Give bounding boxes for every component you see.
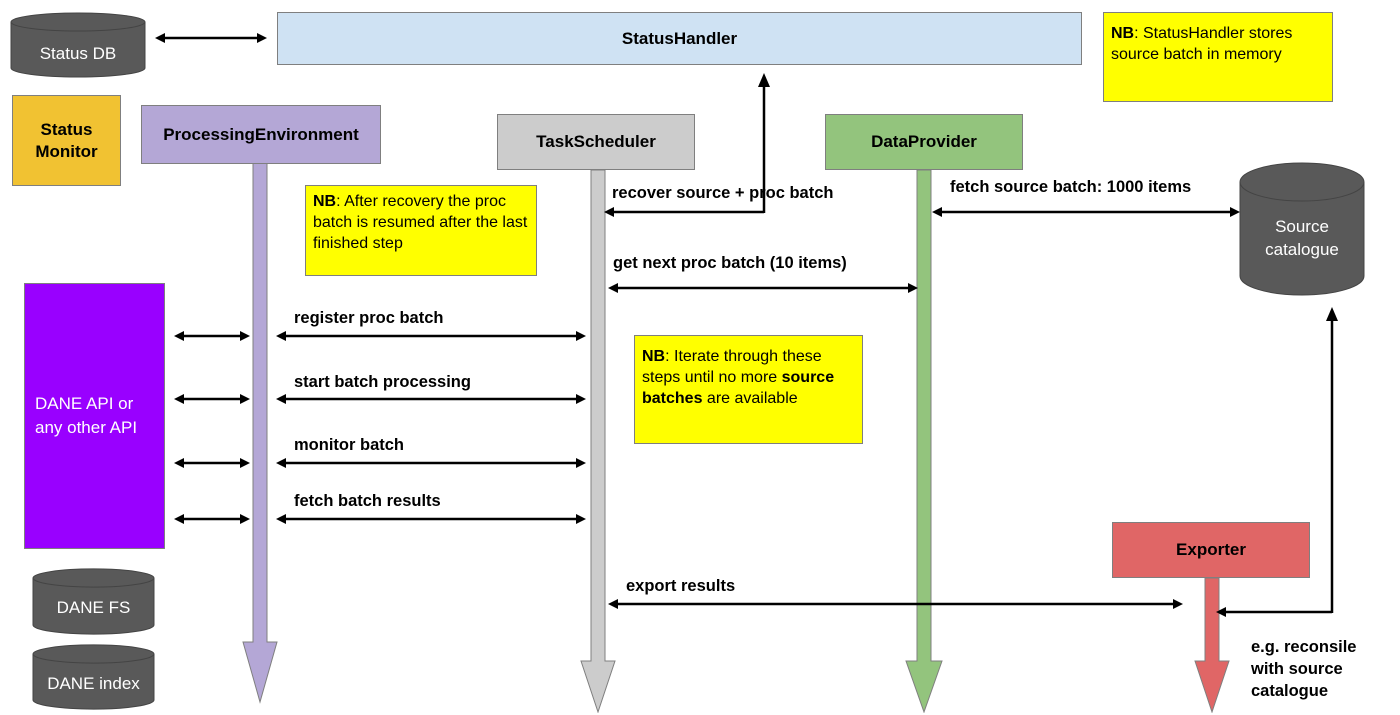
note-nb-label: NB	[1111, 25, 1135, 42]
note-nb-label: NB	[642, 348, 666, 365]
msg-next-batch: get next proc batch (10 items)	[613, 254, 847, 272]
database-icon	[32, 568, 155, 635]
note-recovery-text: : After recovery the proc batch is resum…	[313, 193, 528, 252]
msg-reconcile-line-3: catalogue	[1251, 682, 1329, 700]
database-icon	[1239, 162, 1365, 296]
msg-reconcile-line-1: e.g. reconsile	[1251, 638, 1357, 656]
task-scheduler-label: TaskScheduler	[536, 132, 656, 151]
dane-index-label: DANE index	[47, 674, 140, 693]
msg-start: start batch processing	[294, 373, 471, 391]
status-monitor-line-2: Monitor	[35, 141, 98, 161]
msg-fetch-source: fetch source batch: 1000 items	[950, 178, 1192, 196]
status-handler: StatusHandler	[277, 12, 1082, 65]
lifeline-task-scheduler	[580, 169, 616, 713]
msg-monitor: monitor batch	[294, 436, 404, 454]
exporter: Exporter	[1112, 522, 1310, 578]
status-monitor: Status Monitor	[12, 95, 121, 186]
msg-reconcile: e.g. reconsile with source catalogue	[1251, 636, 1356, 702]
exporter-label: Exporter	[1176, 540, 1246, 559]
source-catalogue-line-2: catalogue	[1265, 240, 1339, 259]
message-arrows	[155, 33, 1338, 617]
task-scheduler: TaskScheduler	[497, 114, 695, 170]
source-catalogue: Source catalogue	[1239, 162, 1365, 296]
status-db: Status DB	[10, 12, 146, 78]
status-handler-label: StatusHandler	[621, 28, 738, 48]
lifeline-data-provider	[905, 169, 943, 713]
lifeline-processing-environment	[242, 162, 278, 704]
msg-register: register proc batch	[294, 309, 444, 327]
note-nb-label: NB	[313, 193, 337, 210]
dane-index: DANE index	[32, 644, 155, 710]
note-iterate-text-before: : Iterate through these steps until no m…	[642, 348, 822, 386]
msg-recover: recover source + proc batch	[612, 184, 834, 202]
lifeline-exporter	[1194, 577, 1230, 713]
dane-api: DANE API or any other API	[24, 283, 165, 549]
processing-environment-label: ProcessingEnvironment	[163, 124, 359, 144]
status-db-label: Status DB	[39, 44, 117, 63]
msg-reconcile-line-2: with source	[1251, 660, 1343, 678]
data-provider: DataProvider	[825, 114, 1023, 170]
processing-environment: ProcessingEnvironment	[141, 105, 381, 164]
source-catalogue-line-1: Source	[1275, 217, 1329, 236]
note-recovery: NB: After recovery the proc batch is res…	[305, 185, 537, 276]
dane-fs: DANE FS	[32, 568, 155, 635]
database-icon	[10, 12, 146, 78]
msg-fetch-results: fetch batch results	[294, 492, 441, 510]
dane-api-line-1: DANE API or	[35, 394, 134, 413]
note-iterate-bold-text: source batches	[642, 369, 835, 407]
note-status-handler: NB: StatusHandler stores source batch in…	[1103, 12, 1333, 102]
dane-fs-label: DANE FS	[56, 598, 131, 617]
note-status-handler-text: : StatusHandler stores source batch in m…	[1111, 25, 1293, 63]
dane-api-line-2: any other API	[35, 418, 138, 437]
lifelines	[242, 162, 1230, 713]
status-monitor-line-1: Status	[40, 119, 93, 139]
note-iterate-text-after: are available	[702, 390, 798, 407]
note-iterate: NB: Iterate through these steps until no…	[634, 335, 863, 444]
data-provider-label: DataProvider	[871, 132, 977, 151]
database-icon	[32, 644, 155, 710]
msg-export: export results	[626, 577, 736, 595]
